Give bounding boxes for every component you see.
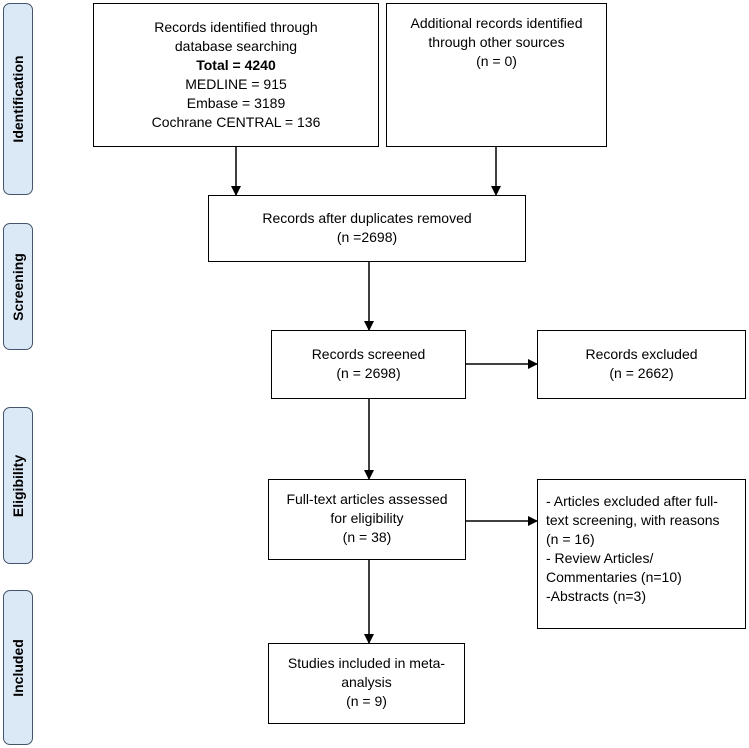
additional-line-1: Additional records identified <box>410 15 583 31</box>
fulltext-excluded-line-3: (n = 16) <box>546 531 595 547</box>
deduplicated-count: (n =2698) <box>336 229 398 245</box>
box-additional-records: Additional records identified through ot… <box>386 3 607 147</box>
fulltext-line-2: for eligibility <box>330 510 404 526</box>
included-count: (n = 9) <box>346 693 387 709</box>
box-fulltext-excluded: - Articles excluded after full- text scr… <box>537 479 746 629</box>
box-records-identified: Records identified through database sear… <box>93 3 379 147</box>
included-line-1: Studies included in meta- <box>287 655 446 671</box>
box-studies-included: Studies included in meta- analysis (n = … <box>268 643 465 724</box>
fulltext-excluded-line-4: - Review Articles/ <box>546 550 654 566</box>
fulltext-excluded-line-5: Commentaries (n=10) <box>546 569 682 585</box>
box-records-screened: Records screened (n = 2698) <box>271 330 466 399</box>
phase-included: Included <box>3 590 33 745</box>
phase-identification: Identification <box>3 3 33 195</box>
additional-count: (n = 0) <box>476 53 517 69</box>
excluded-line-1: Records excluded <box>585 346 698 362</box>
identified-medline: MEDLINE = 915 <box>185 76 287 92</box>
identified-total: Total = 4240 <box>196 57 276 73</box>
phase-eligibility: Eligibility <box>3 407 33 564</box>
fulltext-excluded-line-2: text screening, with reasons <box>546 512 720 528</box>
fulltext-count: (n = 38) <box>342 529 392 545</box>
fulltext-excluded-line-1: - Articles excluded after full- <box>546 493 718 509</box>
fulltext-excluded-line-6: -Abstracts (n=3) <box>546 588 646 604</box>
screened-line-1: Records screened <box>311 346 426 362</box>
fulltext-line-1: Full-text articles assessed <box>286 491 448 507</box>
screened-count: (n = 2698) <box>336 365 401 381</box>
additional-line-2: through other sources <box>428 34 565 50</box>
box-records-excluded: Records excluded (n = 2662) <box>537 330 746 399</box>
identified-line-2: database searching <box>174 38 298 54</box>
phase-screening: Screening <box>3 223 33 350</box>
identified-line-1: Records identified through <box>154 19 318 35</box>
deduplicated-line-1: Records after duplicates removed <box>262 210 472 226</box>
box-records-deduplicated: Records after duplicates removed (n =269… <box>208 195 526 262</box>
excluded-count: (n = 2662) <box>609 365 674 381</box>
box-fulltext-assessed: Full-text articles assessed for eligibil… <box>268 479 466 560</box>
included-line-2: analysis <box>341 674 392 690</box>
identified-cochrane: Cochrane CENTRAL = 136 <box>151 114 321 130</box>
identified-embase: Embase = 3189 <box>186 95 286 111</box>
